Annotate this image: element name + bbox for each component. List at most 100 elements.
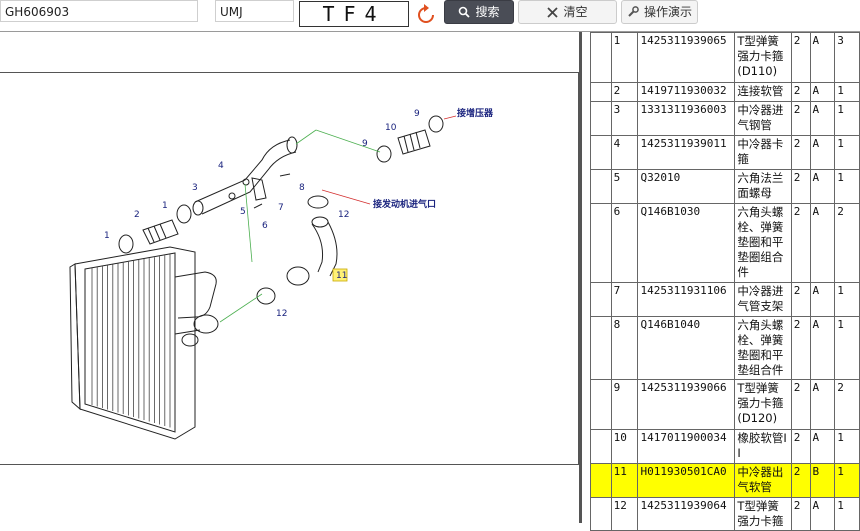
cell-idx: [590, 429, 612, 464]
cell-code: Q146B1040: [637, 316, 736, 380]
cell-extra: 1: [834, 497, 860, 531]
cell-grade: A: [809, 169, 836, 204]
cell-name: 连接软管: [734, 82, 792, 102]
rubber-hose: [376, 115, 444, 163]
cell-code: 1417011900034: [637, 429, 736, 464]
callout-1a: 1: [104, 231, 110, 241]
diagram-frame: [0, 72, 579, 465]
cell-qty: 2: [790, 316, 811, 380]
search-icon: [459, 6, 471, 18]
cell-no: 5: [610, 169, 639, 204]
connecting-hose: [118, 204, 192, 254]
cell-idx: [590, 497, 612, 531]
code-input[interactable]: UMJ: [215, 0, 294, 22]
captcha-image: TF4: [299, 1, 409, 27]
intake-steel-pipe: [192, 136, 298, 216]
demo-button[interactable]: 操作演示: [621, 0, 698, 24]
callout-7: 7: [278, 203, 284, 213]
intercooler-drawing: [69, 246, 219, 440]
cell-name: 中冷器进气钢管: [734, 101, 792, 136]
callout-5: 5: [240, 207, 246, 217]
cell-extra: 1: [834, 282, 860, 317]
cell-qty: 2: [790, 463, 811, 498]
cell-no: 11: [610, 463, 639, 498]
part-number-input[interactable]: GH606903: [0, 0, 198, 22]
refresh-icon[interactable]: [415, 4, 437, 26]
callout-12b: 12: [276, 309, 287, 319]
cell-name: 六角头螺栓、弹簧垫圈和平垫圈组合件: [734, 203, 792, 283]
cell-idx: [590, 463, 612, 498]
callout-3: 3: [192, 183, 198, 193]
cell-code: Q32010: [637, 169, 736, 204]
cell-extra: 1: [834, 429, 860, 464]
callout-10: 10: [385, 123, 397, 133]
cell-grade: A: [809, 316, 836, 380]
cell-grade: A: [809, 82, 836, 102]
cell-extra: 1: [834, 169, 860, 204]
cell-extra: 2: [834, 379, 860, 430]
cell-qty: 2: [790, 497, 811, 531]
cell-extra: 1: [834, 463, 860, 498]
cell-idx: [590, 316, 612, 380]
cell-qty: 2: [790, 32, 811, 83]
cell-qty: 2: [790, 101, 811, 136]
cell-no: 7: [610, 282, 639, 317]
cell-no: 4: [610, 135, 639, 170]
label-to-turbocharger: 接增压器: [457, 107, 494, 119]
cell-qty: 2: [790, 82, 811, 102]
callout-9a: 9: [362, 139, 368, 149]
cell-no: 12: [610, 497, 639, 531]
cell-grade: A: [809, 379, 836, 430]
exploded-diagram: 1 2 1 3 4 5 6 7 8 9 10 9 12 11 12 接增压器 接…: [69, 107, 494, 440]
cell-idx: [590, 135, 612, 170]
clear-button-label: 清空: [563, 5, 588, 19]
search-button[interactable]: 搜索: [444, 0, 514, 24]
toolbar: GH606903 UMJ TF4 搜索 清空 操作演示: [0, 0, 860, 31]
cell-code: 1425311939011: [637, 135, 736, 170]
cell-qty: 2: [790, 203, 811, 283]
cell-idx: [590, 203, 612, 283]
cell-no: 6: [610, 203, 639, 283]
wrench-icon: [628, 6, 639, 17]
cell-code: H011930501CA0: [637, 463, 736, 498]
cell-idx: [590, 169, 612, 204]
cell-extra: 1: [834, 316, 860, 380]
cell-name: T型弹簧强力卡箍(D120): [734, 379, 792, 430]
label-to-engine-intake: 接发动机进气口: [373, 198, 436, 210]
cell-code: 1425311939066: [637, 379, 736, 430]
callouts: 1 2 1 3 4 5 6 7 8 9 10 9 12 11 12: [104, 109, 420, 319]
cell-extra: 1: [834, 82, 860, 102]
cell-idx: [590, 379, 612, 430]
cell-idx: [590, 32, 612, 83]
cell-qty: 2: [790, 135, 811, 170]
outlet-hose: [256, 195, 338, 305]
cell-extra: 3: [834, 32, 860, 83]
callout-4: 4: [218, 161, 224, 171]
callout-11[interactable]: 11: [336, 271, 347, 281]
leader-lines: [219, 129, 381, 323]
clear-button[interactable]: 清空: [518, 0, 617, 24]
toolbar-divider: [0, 31, 860, 32]
close-icon: [547, 6, 559, 18]
cell-grade: A: [809, 203, 836, 283]
panel-divider[interactable]: [579, 32, 582, 523]
callout-6: 6: [262, 221, 268, 231]
cell-code: 1419711930032: [637, 82, 736, 102]
cell-no: 9: [610, 379, 639, 430]
cell-grade: A: [809, 282, 836, 317]
cell-qty: 2: [790, 169, 811, 204]
cell-grade: A: [809, 135, 836, 170]
cell-qty: 2: [790, 379, 811, 430]
